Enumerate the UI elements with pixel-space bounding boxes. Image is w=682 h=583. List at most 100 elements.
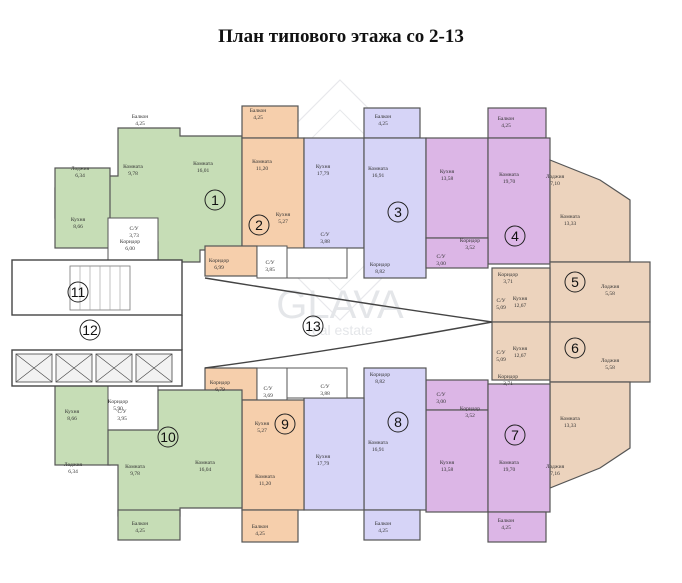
room-name: Кухня [513, 346, 528, 352]
room-name: Коридор [209, 258, 229, 264]
room-area: 5,58 [605, 291, 615, 297]
apartment-8 [286, 367, 427, 541]
room-area: 4,25 [378, 121, 388, 127]
room-area: 5,27 [278, 219, 288, 225]
room-area: 4,25 [501, 525, 511, 531]
room-name: С/У [320, 384, 329, 390]
zone-circle [387, 411, 409, 433]
zone-number: 13 [305, 318, 321, 334]
room-name: Балкон [375, 521, 392, 527]
apartment-2 [204, 105, 305, 279]
zone-circle [564, 271, 586, 293]
zone-circle [67, 281, 89, 303]
room-name: С/У [129, 226, 138, 232]
room-area: 13,33 [564, 221, 577, 227]
room-name: Лоджия [71, 166, 90, 172]
room-name: Балкон [250, 108, 267, 114]
room-area: 3,88 [320, 239, 330, 245]
room-name: Кухня [276, 212, 291, 218]
room-area: 4,25 [378, 528, 388, 534]
room-area: 3,85 [265, 267, 275, 273]
zone-circle [248, 214, 270, 236]
room-name: С/У [496, 298, 505, 304]
room-area: 7,16 [550, 471, 560, 477]
room-name: Комната [368, 166, 388, 172]
room-name: С/У [117, 409, 126, 415]
room-area: 7,10 [550, 181, 560, 187]
room-name: С/У [263, 386, 272, 392]
room-area: 4,25 [255, 531, 265, 537]
room-area: 9,78 [130, 471, 140, 477]
room-area: 3,73 [129, 233, 139, 239]
room-label: С/У3,85 [265, 260, 275, 273]
apartment-9 [204, 367, 305, 543]
room-area: 6,99 [214, 265, 224, 271]
room-name: Коридор [210, 380, 230, 386]
room-label-layer: Балкон4,25Комната9,78Лоджия6,34Кухня8,66… [64, 108, 620, 537]
zone-number: 8 [394, 414, 402, 430]
room-name: Комната [560, 214, 580, 220]
watermark-sub: real estate [307, 322, 373, 338]
apartment-4 [425, 107, 551, 269]
room-area: 3,69 [263, 393, 273, 399]
room-area: 4,25 [501, 123, 511, 129]
room-name: С/У [320, 232, 329, 238]
zone-number: 9 [281, 416, 289, 432]
room-area: 5,09 [496, 305, 506, 311]
room-name: Лоджия [546, 174, 565, 180]
room-area: 8,82 [375, 269, 385, 275]
room-name: Коридор [370, 262, 390, 268]
page-title: План типового этажа со 2-13 [218, 26, 464, 47]
room-area: 13,33 [564, 423, 577, 429]
room-area: 8,66 [73, 224, 83, 230]
room-name: Кухня [71, 217, 86, 223]
room-label: С/У3,95 [117, 409, 127, 422]
room-name: С/У [436, 254, 445, 260]
room-name: Лоджия [601, 284, 620, 290]
room-name: Балкон [132, 521, 149, 527]
zone-circle [157, 426, 179, 448]
watermark-brand: GLAVA [276, 283, 404, 327]
room-name: Комната [252, 159, 272, 165]
room-area: 8,66 [67, 416, 77, 422]
room-name: Коридор [108, 399, 128, 405]
room-name: Кухня [255, 421, 270, 427]
room-name: Кухня [513, 296, 528, 302]
room-area: 3,95 [117, 416, 127, 422]
room-name: Балкон [498, 518, 515, 524]
room-name: Комната [255, 474, 275, 480]
room-area: 12,67 [514, 353, 527, 359]
room-area: 19,70 [503, 467, 516, 473]
room-name: Балкон [132, 114, 149, 120]
zone-number: 3 [394, 204, 402, 220]
room-area: 16,91 [372, 447, 385, 453]
room-label: С/У3,00 [436, 392, 446, 405]
room-area: 12,67 [514, 303, 527, 309]
room-label: С/У3,69 [263, 386, 273, 399]
room-area: 16,91 [372, 173, 385, 179]
room-area: 9,78 [128, 171, 138, 177]
room-name: Лоджия [601, 358, 620, 364]
